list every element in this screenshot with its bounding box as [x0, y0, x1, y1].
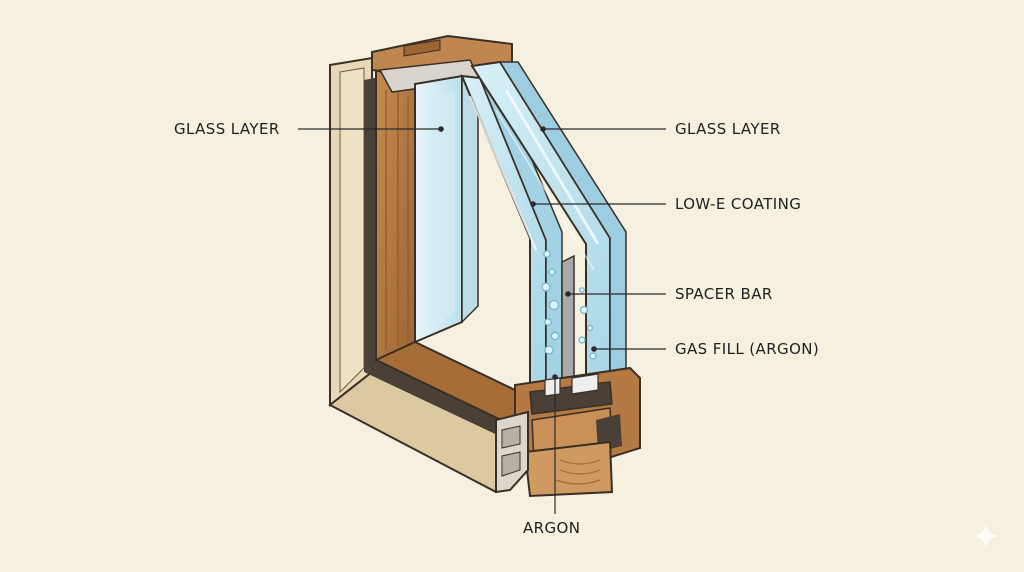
outer-frame: [328, 56, 524, 494]
label-glass-layer-right: GLASS LAYER: [675, 120, 781, 138]
label-glass-layer-left: GLASS LAYER: [174, 120, 280, 138]
bottom-sill: [514, 366, 641, 498]
label-gas-fill: GAS FILL (ARGON): [675, 340, 820, 358]
sparkle-icon: [972, 522, 1000, 550]
inner-glass-pane: [414, 73, 479, 344]
gas-bubbles: [541, 250, 597, 360]
label-argon: ARGON: [523, 519, 581, 537]
label-low-e-coating: LOW-E COATING: [675, 195, 802, 213]
metal-profile: [495, 410, 529, 494]
wood-sash: [373, 68, 542, 432]
label-spacer-bar: SPACER BAR: [675, 285, 773, 303]
